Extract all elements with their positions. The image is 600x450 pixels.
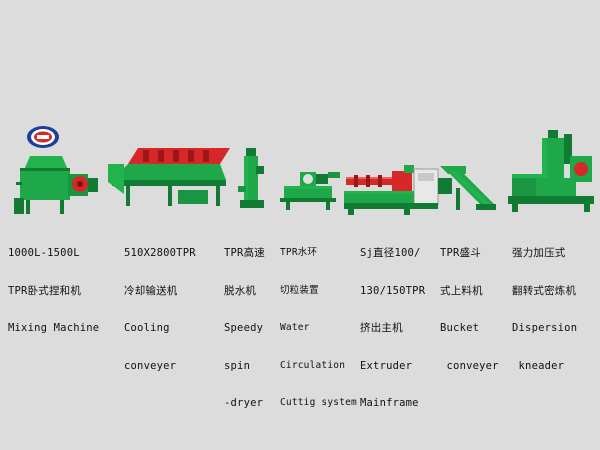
machine-label-extruder-mainframe: Sj直径100/ 130/150TPR 挤出主机 Extruder Mainfr…: [360, 247, 426, 409]
cooling-conveyer-icon: [108, 148, 230, 206]
machine-label-cutting-system: TPR水环 切粒装置 Water Circulation Cuttig syst…: [280, 247, 357, 408]
extruder-icon: [344, 165, 439, 215]
machine-label-bucket-conveyer: TPR盛斗 式上料机 Bucket conveyer: [440, 247, 499, 372]
bucket-conveyer-icon: [438, 166, 496, 210]
machine-label-spin-dryer: TPR高速 脱水机 Speedy spin -dryer: [224, 247, 265, 409]
dispersion-kneader-icon: [508, 130, 594, 212]
pelletizer-icon: [280, 172, 340, 210]
company-badge-icon: [27, 126, 59, 148]
machine-label-mixing-machine: 1000L-1500L TPR卧式捏和机 Mixing Machine: [8, 247, 100, 334]
mixing-machine-icon: [14, 156, 98, 214]
machine-label-dispersion-kneader: 强力加压式 翻转式密炼机 Dispersion kneader: [512, 247, 578, 372]
spin-dryer-icon: [238, 148, 264, 208]
machine-label-cooling-conveyer: 510X2800TPR 冷却输送机 Cooling conveyer: [124, 247, 196, 372]
